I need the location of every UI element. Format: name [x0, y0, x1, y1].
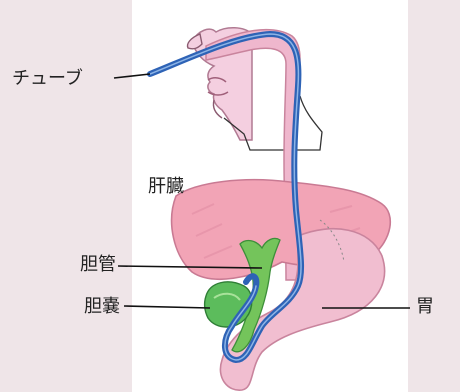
label-tube: チューブ: [12, 70, 83, 88]
leader-gallbladder: [124, 306, 210, 308]
nose: [188, 34, 203, 49]
label-gallbladder: 胆嚢: [84, 298, 120, 316]
label-stomach: 胃: [416, 298, 434, 316]
leader-tube: [114, 74, 150, 78]
label-bile-duct: 胆管: [80, 256, 116, 274]
label-liver: 肝臓: [148, 178, 184, 196]
